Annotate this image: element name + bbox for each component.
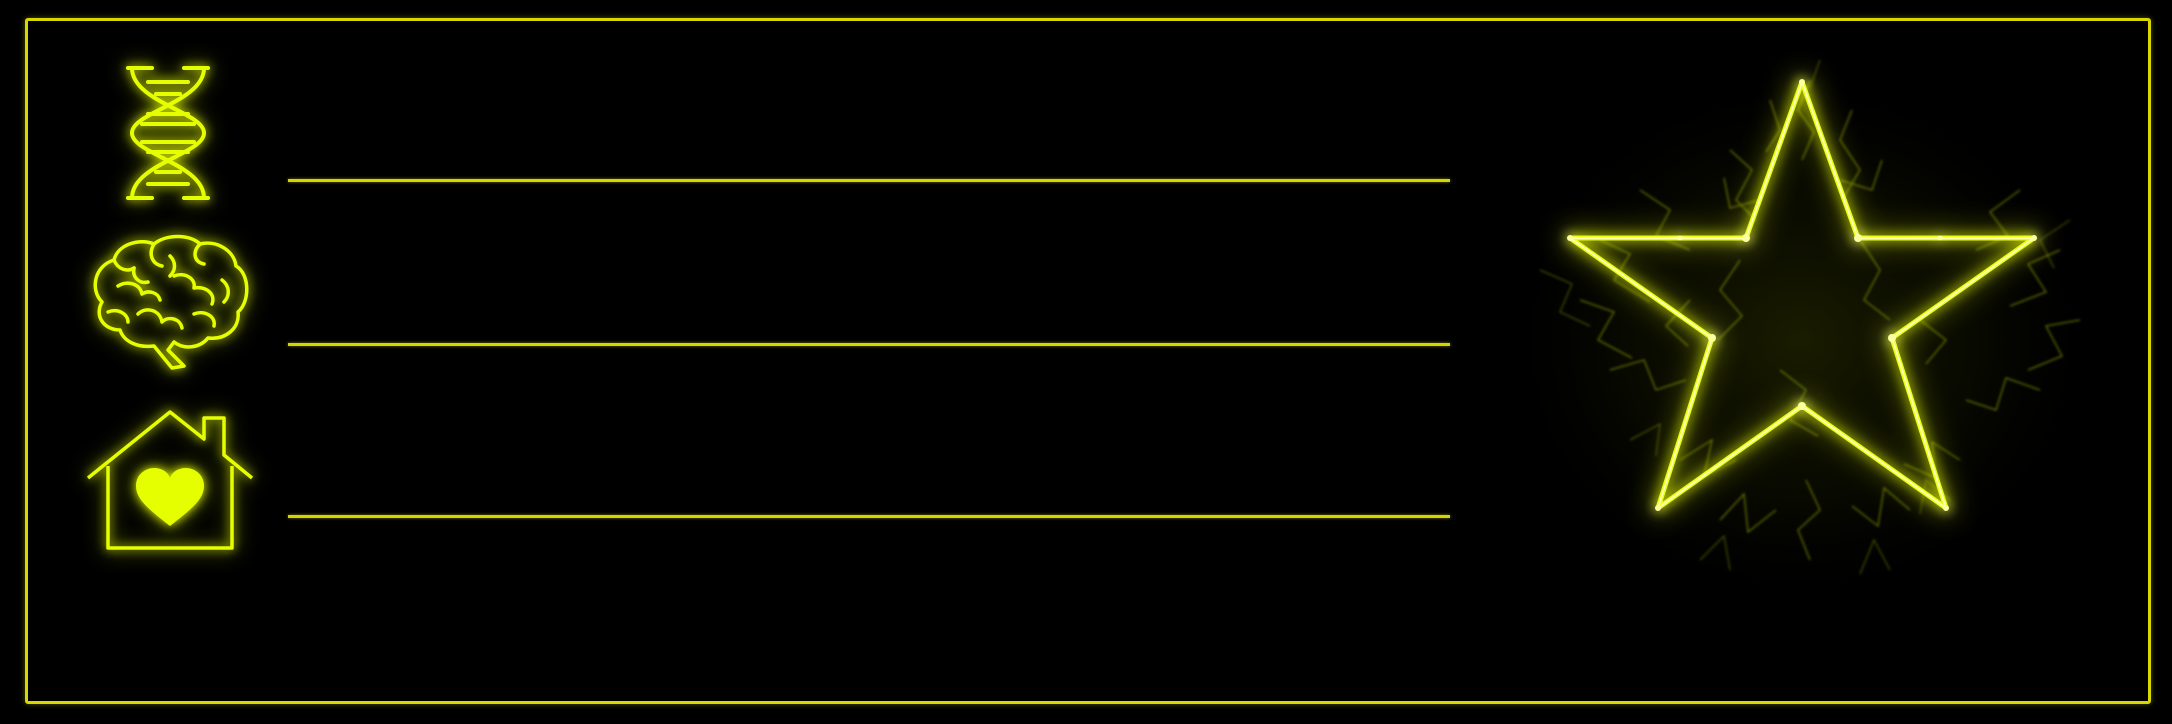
dna-icon (118, 62, 218, 204)
brain-icon (88, 232, 250, 372)
glowing-star-image (1480, 40, 2100, 600)
entry-line-2 (288, 343, 1450, 346)
entry-line-3 (288, 515, 1450, 518)
card-frame (25, 18, 2151, 704)
house-heart-icon (84, 408, 256, 552)
entry-line-1 (288, 179, 1450, 182)
